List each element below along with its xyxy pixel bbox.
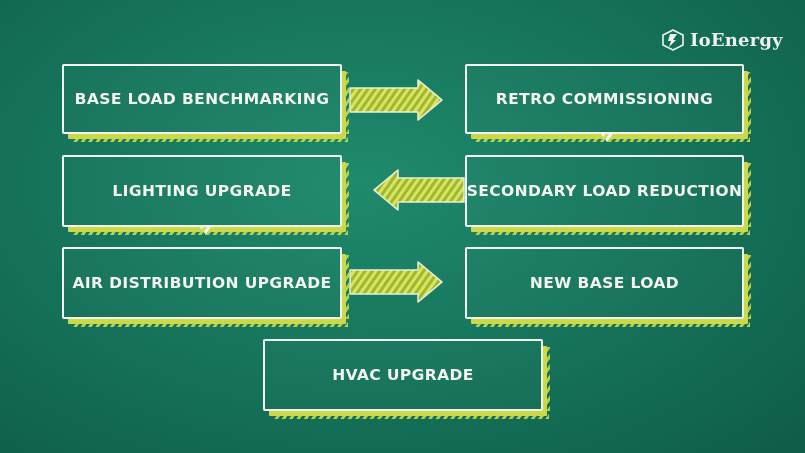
label-air-distribution-upgrade: AIR DISTRIBUTION UPGRADE [72,274,332,292]
box-new-base-load: NEW BASE LOAD [465,247,751,327]
box-air-distribution-upgrade: AIR DISTRIBUTION UPGRADE [62,247,349,327]
notch-retro-commissioning [601,134,613,142]
arrow-right-1 [349,79,443,121]
label-hvac-upgrade: HVAC UPGRADE [332,366,474,384]
bolt-shield-icon [662,29,684,51]
label-retro-commissioning: RETRO COMMISSIONING [495,90,714,108]
label-secondary-load-reduction: SECONDARY LOAD REDUCTION [466,182,743,200]
brand-name: IoEnergy [690,29,783,51]
box-retro-commissioning: RETRO COMMISSIONING [465,64,751,142]
box-base-load-benchmarking: BASE LOAD BENCHMARKING [62,64,349,142]
notch-lighting-upgrade [200,227,212,235]
box-lighting-upgrade: LIGHTING UPGRADE [62,155,349,235]
label-base-load-benchmarking: BASE LOAD BENCHMARKING [74,90,330,108]
box-hvac-upgrade: HVAC UPGRADE [263,339,550,419]
arrow-right-3 [349,261,443,303]
label-lighting-upgrade: LIGHTING UPGRADE [112,182,292,200]
box-secondary-load-reduction: SECONDARY LOAD REDUCTION [465,155,751,235]
arrow-left-2 [373,169,465,211]
label-new-base-load: NEW BASE LOAD [529,274,680,292]
brand-logo: IoEnergy [661,27,783,53]
